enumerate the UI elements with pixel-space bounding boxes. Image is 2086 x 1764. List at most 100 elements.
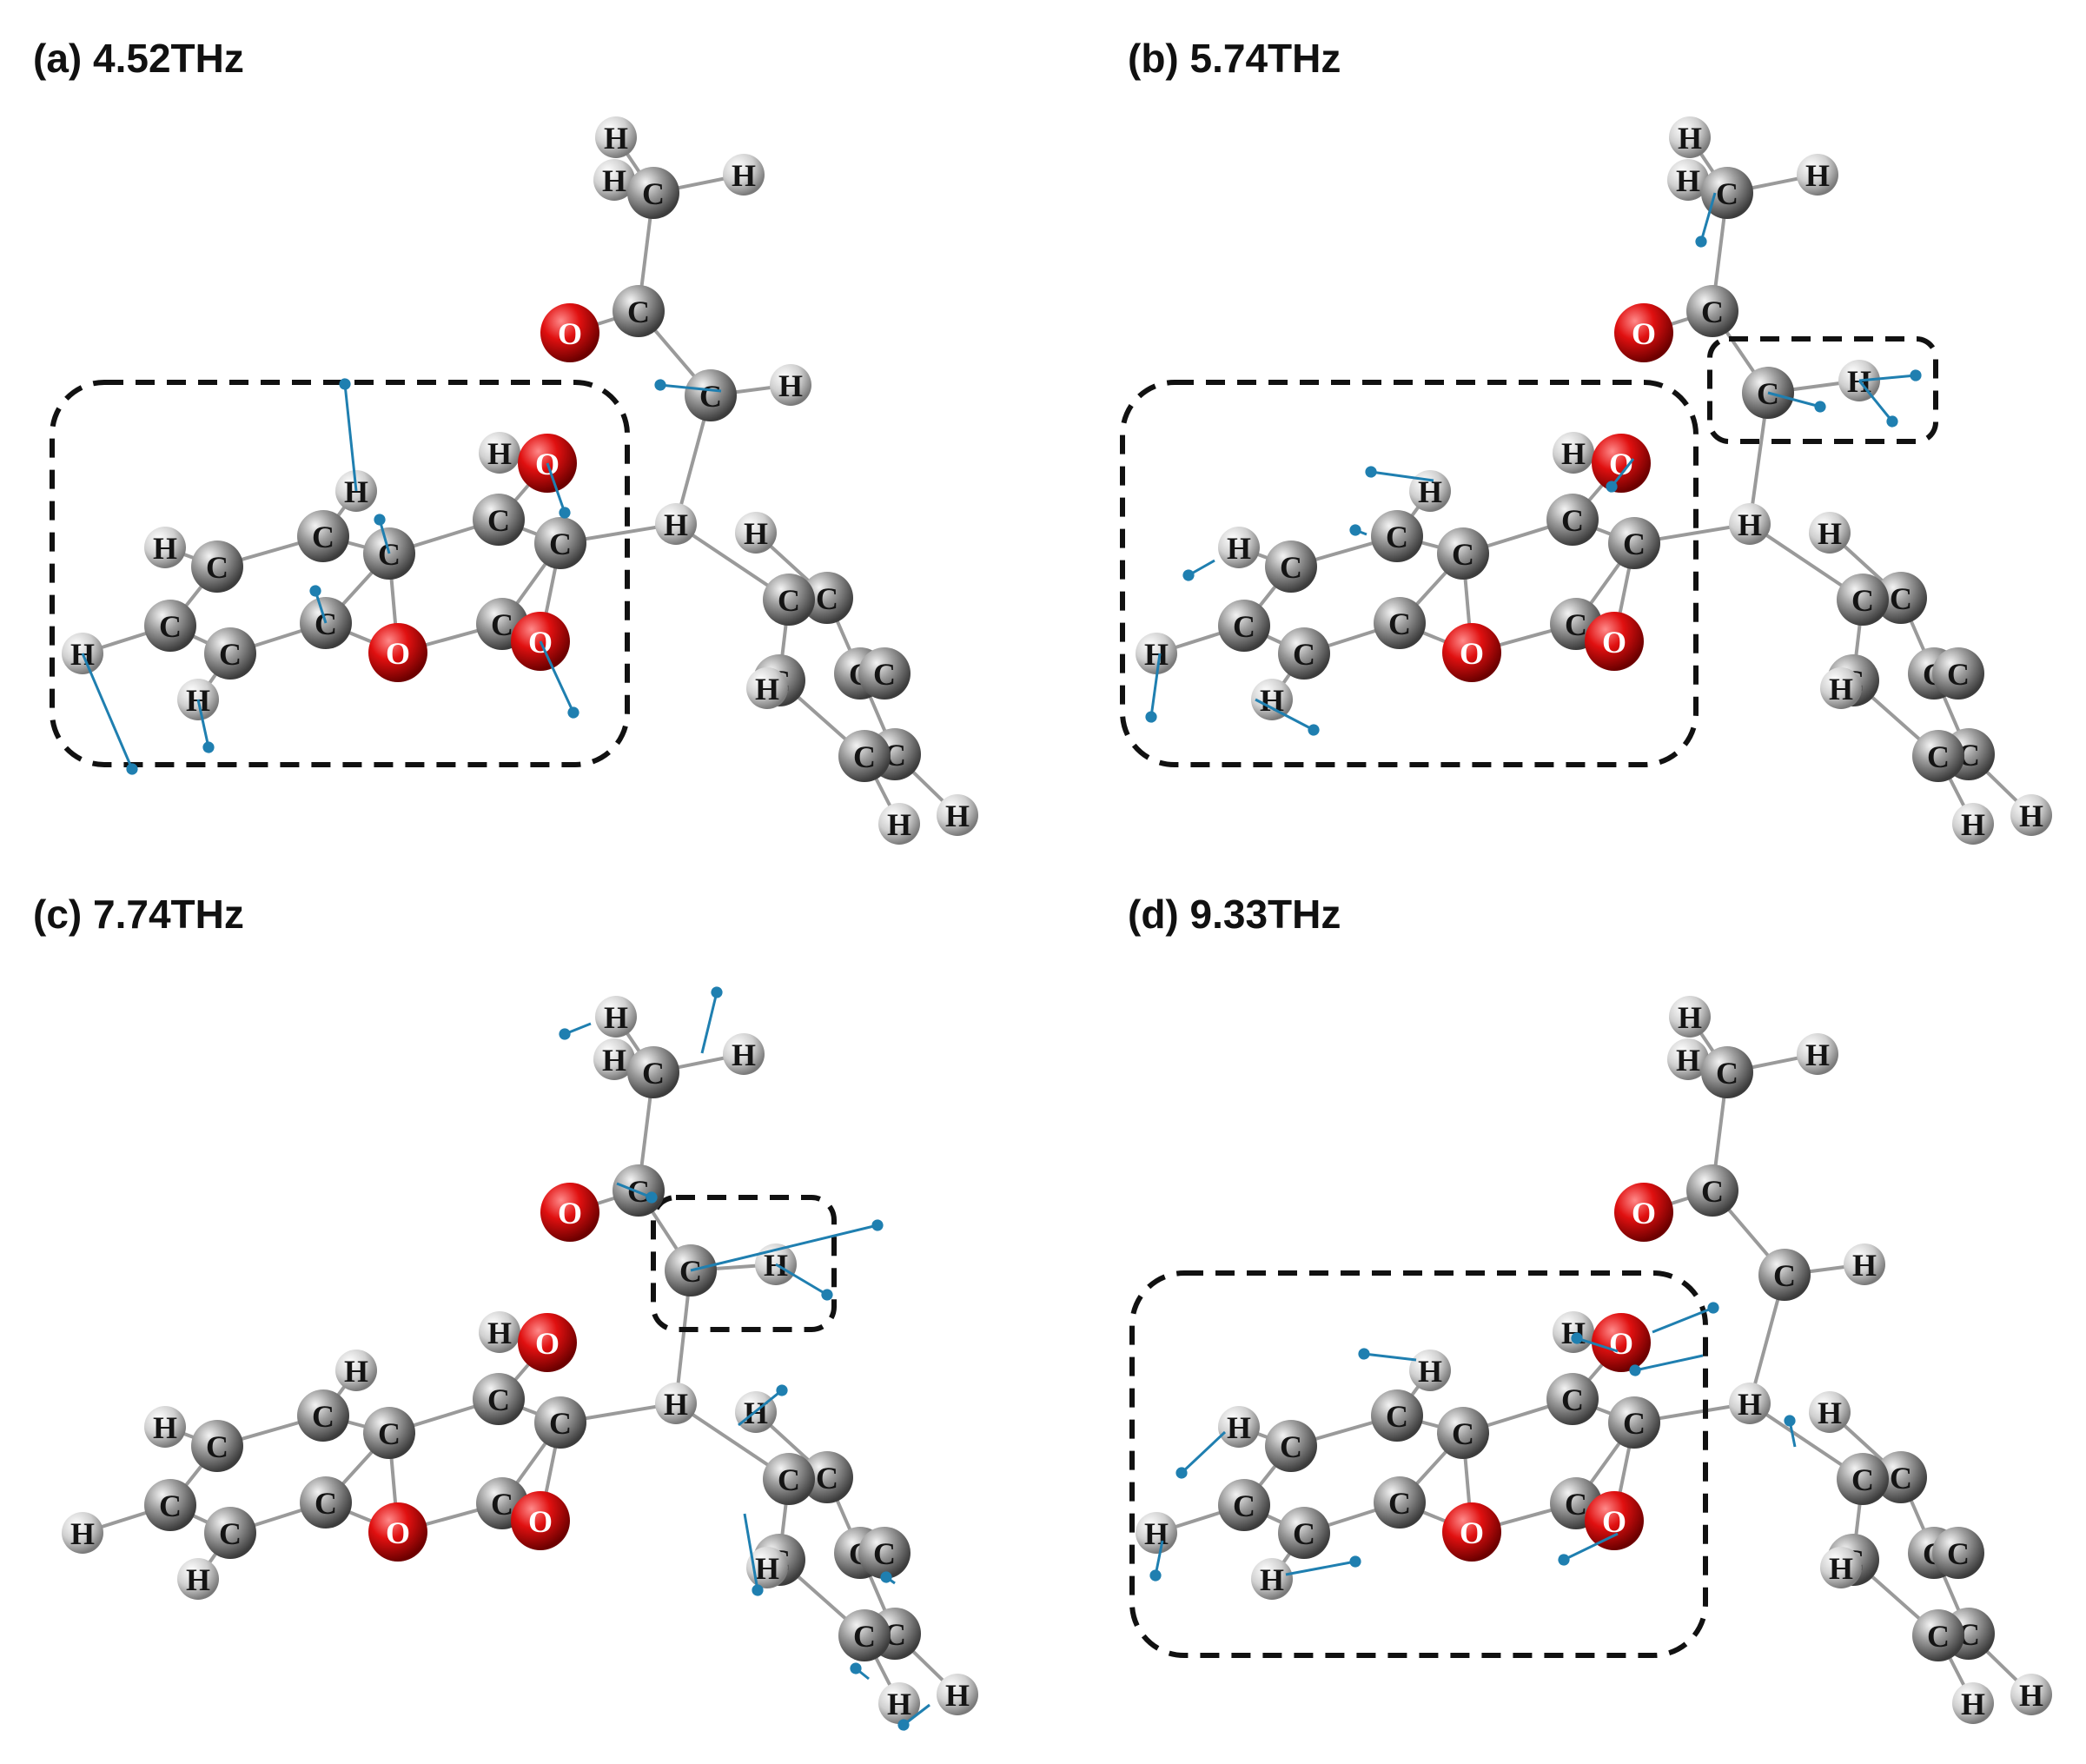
atom-label: C <box>1947 1536 1970 1571</box>
atom-c: C <box>1374 1476 1426 1529</box>
atom-sphere <box>1614 1183 1673 1242</box>
atom-label: H <box>1805 1038 1830 1072</box>
atom-c: C <box>1371 510 1423 562</box>
atom-label: H <box>732 1038 756 1072</box>
atom-label: C <box>873 657 896 692</box>
atom-label: H <box>1738 1387 1762 1422</box>
atom-c: C <box>473 494 525 546</box>
atom-sphere <box>1667 1038 1709 1080</box>
atom-label: H <box>887 807 911 842</box>
atom-sphere <box>1218 1406 1260 1448</box>
atom-label: H <box>778 368 803 403</box>
atom-sphere <box>838 730 891 782</box>
atom-h: H <box>2010 794 2052 836</box>
atom-c: C <box>1437 1407 1489 1459</box>
atom-label: C <box>1851 583 1874 618</box>
atom-h: H <box>655 503 697 545</box>
atom-label: C <box>1293 1516 1315 1551</box>
atom-label: H <box>1829 672 1853 706</box>
atom-c: C <box>838 730 891 782</box>
atom-sphere <box>191 540 243 593</box>
atom-label: C <box>679 1254 702 1289</box>
atom-sphere <box>1265 540 1317 593</box>
atom-h: H <box>1409 1350 1451 1391</box>
atom-c: C <box>1608 1396 1660 1449</box>
atom-sphere <box>627 167 679 219</box>
atom-label: H <box>1144 637 1169 672</box>
atom-label: C <box>1386 1399 1408 1434</box>
atom-label: H <box>153 1410 177 1445</box>
atom-sphere <box>1592 434 1651 493</box>
atom-sphere <box>858 1527 911 1579</box>
molecule-panel-d: HHHCCOHCHOHCHHCCHCCCCCCCOOCHCCCHHCCHH <box>1129 996 2052 1724</box>
atom-label: H <box>1818 516 1842 551</box>
atom-h: H <box>2010 1674 2052 1715</box>
atom-h: H <box>1809 512 1851 554</box>
atom-c: C <box>1932 1527 1984 1579</box>
displacement-vector <box>309 585 328 624</box>
atom-label: C <box>491 1487 513 1522</box>
atom-label: C <box>1233 1489 1255 1523</box>
atom-c: C <box>1265 540 1317 593</box>
atom-h: H <box>770 364 811 406</box>
displacement-vector <box>1145 653 1162 723</box>
panel-title-d: (d) 9.33THz <box>1128 892 1341 937</box>
displacement-vector <box>1255 698 1320 736</box>
displacement-vector <box>1767 391 1826 413</box>
atom-h: H <box>1809 1391 1851 1433</box>
atom-c: C <box>1875 572 1927 624</box>
displacement-vector <box>690 1219 884 1272</box>
atom-label: O <box>1602 625 1626 660</box>
atom-sphere <box>613 285 665 337</box>
displacement-vector <box>1285 1555 1361 1576</box>
atom-h: H <box>746 667 788 709</box>
displacement-vector <box>1558 1532 1619 1566</box>
atom-label: H <box>1678 1000 1702 1035</box>
atom-sphere <box>144 527 186 568</box>
atom-c: C <box>297 1389 349 1442</box>
atom-label: C <box>378 537 401 572</box>
atom-h: H <box>1669 996 1711 1038</box>
atom-sphere <box>1952 803 1994 845</box>
atom-label: H <box>732 158 756 193</box>
atom-h: H <box>1952 803 1994 845</box>
atom-label: H <box>186 1562 210 1597</box>
displacement-vector <box>1175 1430 1227 1479</box>
atom-h: H <box>1952 1682 1994 1724</box>
atom-sphere <box>1875 1451 1927 1503</box>
atom-label: O <box>1460 1515 1484 1550</box>
atom-sphere <box>1837 1453 1889 1505</box>
atom-sphere <box>1278 1507 1330 1559</box>
atom-label: C <box>1388 607 1411 641</box>
displacement-vector <box>775 1263 833 1301</box>
atom-sphere <box>177 1558 219 1600</box>
displacement-vector <box>616 1182 658 1204</box>
bond-group <box>1156 136 2033 825</box>
atom-sphere <box>735 512 777 554</box>
atom-h: H <box>1729 1383 1771 1424</box>
atom-sphere <box>1669 996 1711 1038</box>
atom-sphere <box>1912 730 1964 782</box>
displacement-vector <box>1571 1332 1619 1353</box>
atom-sphere <box>204 1507 256 1559</box>
atom-label: C <box>1386 520 1408 554</box>
atom-label: C <box>159 609 182 644</box>
atom-o: O <box>1442 623 1501 682</box>
atom-c: C <box>613 285 665 337</box>
atom-label: C <box>487 1383 510 1417</box>
atom-sphere <box>937 794 978 836</box>
atom-sphere <box>204 627 256 680</box>
atom-label: O <box>1632 316 1656 351</box>
atom-label: O <box>528 1504 553 1539</box>
atom-label: H <box>1961 1687 1985 1721</box>
highlight-frame <box>1129 1270 1708 1658</box>
atom-sphere <box>595 116 637 158</box>
atom-label: O <box>1602 1504 1626 1539</box>
atom-o: O <box>1592 1313 1651 1372</box>
atom-c: C <box>801 1451 853 1503</box>
atom-sphere <box>1371 1389 1423 1442</box>
atom-sphere <box>297 510 349 562</box>
atom-o: O <box>368 623 427 682</box>
atom-label: C <box>1565 1487 1587 1522</box>
atom-o: O <box>1592 434 1651 493</box>
